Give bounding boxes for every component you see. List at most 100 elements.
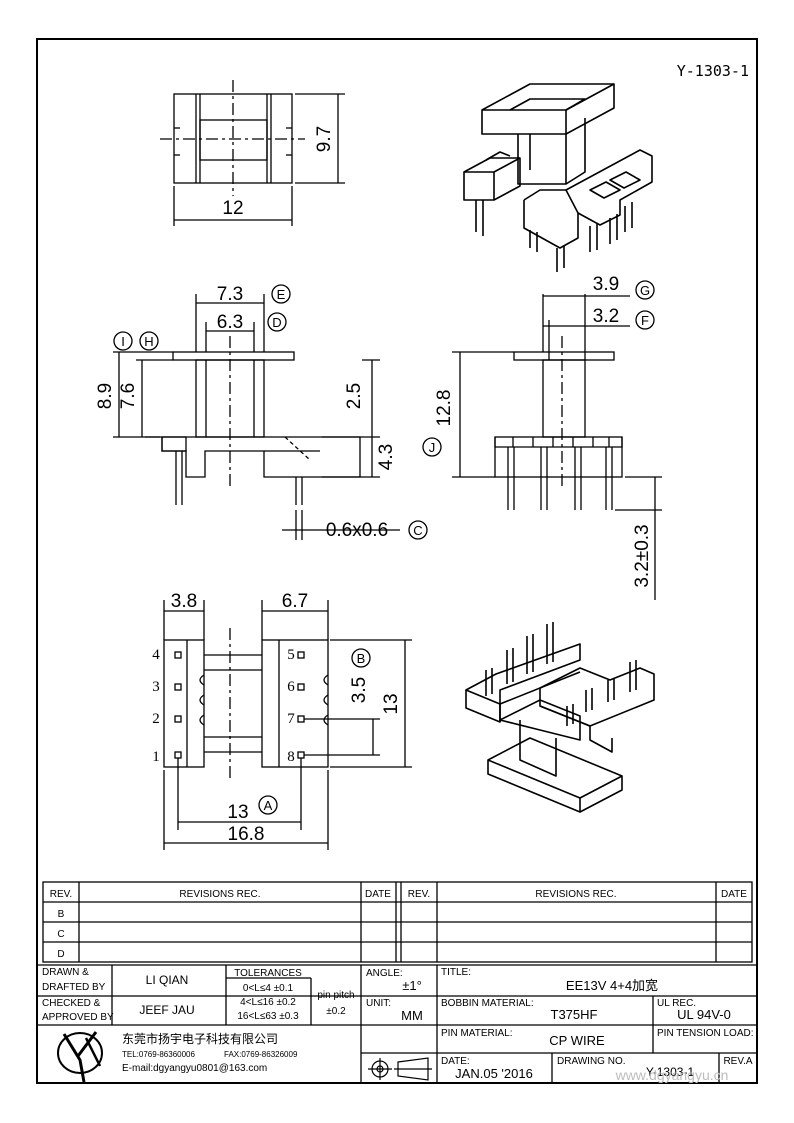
rec-header-right: REVISIONS REC. bbox=[535, 889, 616, 900]
pin-number-4: 4 bbox=[152, 647, 160, 663]
marker-h: H bbox=[139, 331, 159, 351]
ul-rec-label: UL REC. bbox=[657, 998, 696, 1009]
pin-tension-label: PIN TENSION LOAD: bbox=[657, 1028, 754, 1039]
company-tel: TEL:0769-86360006 bbox=[122, 1050, 196, 1059]
tolerance-row-2: 4<L≤16 ±0.2 bbox=[240, 997, 296, 1008]
watermark-text: www.dgyangyu.cn bbox=[615, 1067, 729, 1083]
tolerances-label: TOLERANCES bbox=[234, 968, 302, 979]
projection-symbol-icon bbox=[368, 1057, 432, 1081]
dim-chamfer: 0.6x0.6 bbox=[326, 520, 388, 541]
marker-d: D bbox=[267, 312, 287, 332]
title-label: TITLE: bbox=[441, 967, 471, 978]
marker-i: I bbox=[113, 331, 133, 351]
svg-text:J: J bbox=[429, 440, 436, 455]
sheet-border bbox=[36, 38, 758, 1084]
dim-3-9: 3.9 bbox=[593, 274, 619, 295]
bobbin-material-label: BOBBIN MATERIAL: bbox=[441, 998, 534, 1009]
svg-text:E: E bbox=[277, 287, 286, 302]
pin-number-5: 5 bbox=[287, 647, 295, 663]
pin-material-value: CP WIRE bbox=[549, 1033, 605, 1048]
date-header-right: DATE bbox=[721, 889, 747, 900]
bobbin-material-value: T375HF bbox=[551, 1007, 598, 1022]
ul-rec-value: UL 94V-0 bbox=[677, 1007, 731, 1022]
drawn-label: DRAWN & bbox=[42, 967, 89, 978]
dim-top-height: 9.7 bbox=[314, 126, 335, 152]
revision-table bbox=[42, 881, 753, 963]
company-email: E-mail:dgyangyu0801@163.com bbox=[122, 1063, 267, 1074]
dim-3-8: 3.8 bbox=[171, 591, 197, 612]
pin-material-label: PIN MATERIAL: bbox=[441, 1028, 513, 1039]
pin-number-6: 6 bbox=[287, 679, 295, 695]
pin-number-8: 8 bbox=[287, 749, 295, 765]
pin-pitch-value: ±0.2 bbox=[326, 1006, 346, 1017]
top-view bbox=[160, 80, 345, 226]
date-value: JAN.05 '2016 bbox=[455, 1066, 533, 1081]
dim-13-horizontal: 13 bbox=[227, 802, 248, 823]
svg-text:B: B bbox=[357, 651, 366, 666]
marker-e: E bbox=[271, 284, 291, 304]
svg-text:I: I bbox=[121, 334, 125, 349]
dim-16-8: 16.8 bbox=[228, 824, 265, 845]
dim-12-8: 12.8 bbox=[434, 390, 455, 427]
dim-8-9: 8.9 bbox=[95, 383, 116, 409]
checked-label: CHECKED & bbox=[42, 998, 101, 1009]
pin-number-1: 1 bbox=[152, 749, 160, 765]
rev-header-left: REV. bbox=[50, 889, 72, 900]
marker-j: J bbox=[422, 437, 442, 457]
drawn-name: LI QIAN bbox=[146, 973, 189, 987]
marker-f: F bbox=[635, 310, 655, 330]
company-fax: FAX:0769-86326009 bbox=[224, 1050, 298, 1059]
unit-value: MM bbox=[401, 1008, 423, 1023]
iso-view-top bbox=[463, 83, 653, 272]
drawing-id: Y-1303-1 bbox=[677, 62, 749, 80]
marker-b: B bbox=[351, 648, 371, 668]
dim-6-7: 6.7 bbox=[282, 591, 308, 612]
tolerance-row-1: 0<L≤4 ±0.1 bbox=[243, 983, 294, 994]
pin-number-3: 3 bbox=[152, 679, 160, 695]
iso-view-bottom bbox=[465, 622, 655, 813]
side-view bbox=[113, 294, 400, 540]
angle-value: ±1° bbox=[402, 978, 422, 993]
bottom-view bbox=[163, 600, 412, 850]
drawing-no-label: DRAWING NO. bbox=[557, 1056, 626, 1067]
company-logo bbox=[57, 1031, 103, 1083]
svg-text:A: A bbox=[264, 798, 273, 813]
dim-7-6: 7.6 bbox=[118, 383, 139, 409]
pin-pitch-label: pin pitch bbox=[317, 990, 354, 1001]
checked-name: JEEF JAU bbox=[139, 1003, 194, 1017]
rev-row-d: D bbox=[57, 949, 64, 960]
dim-7-3: 7.3 bbox=[217, 284, 243, 305]
dim-3-2: 3.2 bbox=[593, 306, 619, 327]
marker-a: A bbox=[258, 795, 278, 815]
dim-3-5: 3.5 bbox=[349, 677, 370, 703]
rec-header-left: REVISIONS REC. bbox=[179, 889, 260, 900]
dim-top-width: 12 bbox=[222, 198, 243, 219]
pin-number-2: 2 bbox=[152, 711, 160, 727]
company-name: 东莞市扬宇电子科技有限公司 bbox=[122, 1031, 278, 1046]
title-value: EE13V 4+4加宽 bbox=[566, 978, 658, 993]
dim-4-3: 4.3 bbox=[376, 444, 397, 470]
drafted-label: DRAFTED BY bbox=[42, 982, 106, 993]
rev-header-right: REV. bbox=[408, 889, 430, 900]
tolerance-row-3: 16<L≤63 ±0.3 bbox=[237, 1011, 299, 1022]
pin-number-7: 7 bbox=[287, 711, 295, 727]
dim-13-vertical: 13 bbox=[381, 693, 402, 714]
dim-pin-length: 3.2±0.3 bbox=[632, 524, 653, 587]
unit-label: UNIT: bbox=[366, 998, 391, 1009]
date-header-left: DATE bbox=[365, 889, 391, 900]
front-view bbox=[452, 294, 662, 600]
svg-text:H: H bbox=[144, 334, 153, 349]
dim-6-3: 6.3 bbox=[217, 312, 243, 333]
title-block bbox=[37, 964, 757, 1083]
rev-row-c: C bbox=[57, 929, 64, 940]
marker-c: C bbox=[408, 520, 428, 540]
svg-text:F: F bbox=[641, 313, 649, 328]
angle-label: ANGLE: bbox=[366, 968, 403, 979]
rev-a-label: REV.A bbox=[723, 1056, 752, 1067]
svg-text:D: D bbox=[272, 315, 281, 330]
svg-text:C: C bbox=[413, 523, 422, 538]
date-label: DATE: bbox=[441, 1056, 470, 1067]
drawing-no-value: Y-1303-1 bbox=[646, 1065, 695, 1079]
rev-row-b: B bbox=[58, 909, 65, 920]
marker-g: G bbox=[635, 280, 655, 300]
